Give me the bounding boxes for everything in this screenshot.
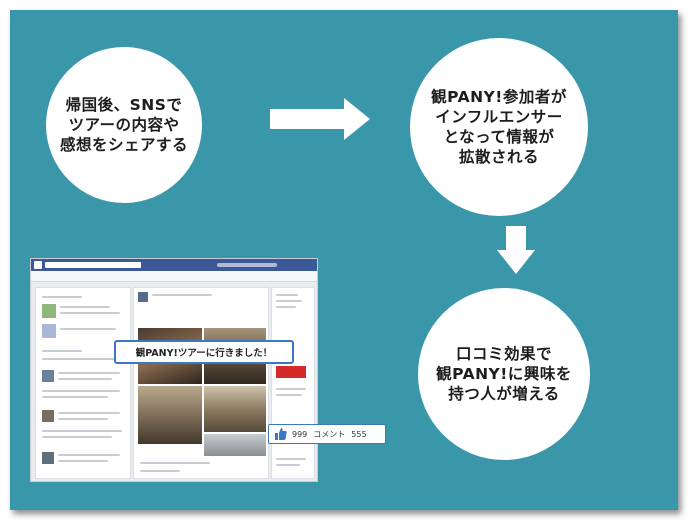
screenshot-photo-arcade	[204, 386, 266, 432]
post-callout-text: 観PANY!ツアーに行きました！	[135, 348, 273, 359]
step-text-influencer: 観PANY!参加者が インフルエンサー となって情報が 拡散される	[431, 88, 567, 166]
screenshot-logo-icon	[34, 261, 42, 269]
screenshot-right-column	[271, 287, 315, 479]
step-circle-share: 帰国後、SNSで ツアーの内容や 感想をシェアする	[46, 47, 202, 203]
screenshot-subnav	[31, 271, 317, 282]
screenshot-post-column	[133, 287, 269, 479]
step-text-share: 帰国後、SNSで ツアーの内容や 感想をシェアする	[59, 96, 188, 154]
step-text-word-of-mouth: 口コミ効果で 観PANY!に興味を 持つ人が増える	[436, 345, 572, 403]
comment-label: コメント	[313, 429, 346, 439]
screenshot-search-bar	[45, 262, 141, 268]
step-circle-influencer: 観PANY!参加者が インフルエンサー となって情報が 拡散される	[410, 38, 588, 216]
screenshot-photo-gallery	[138, 386, 202, 444]
screenshot-top-nav	[217, 263, 277, 267]
screenshot-photo-cathedral	[204, 434, 266, 456]
screenshot-left-column	[35, 287, 131, 479]
thumbs-up-icon	[275, 428, 287, 440]
screenshot-topbar	[31, 259, 317, 271]
comment-count: 555	[351, 429, 367, 439]
arrow-down-icon	[497, 226, 535, 274]
like-comment-box: 999 コメント 555	[268, 424, 386, 444]
step-circle-word-of-mouth: 口コミ効果で 観PANY!に興味を 持つ人が増える	[418, 288, 590, 460]
arrow-right-icon	[270, 98, 370, 140]
like-count: 999	[292, 429, 308, 439]
screenshot-ad-badge	[276, 366, 306, 378]
social-screenshot	[30, 258, 318, 482]
post-callout: 観PANY!ツアーに行きました！	[114, 340, 294, 364]
